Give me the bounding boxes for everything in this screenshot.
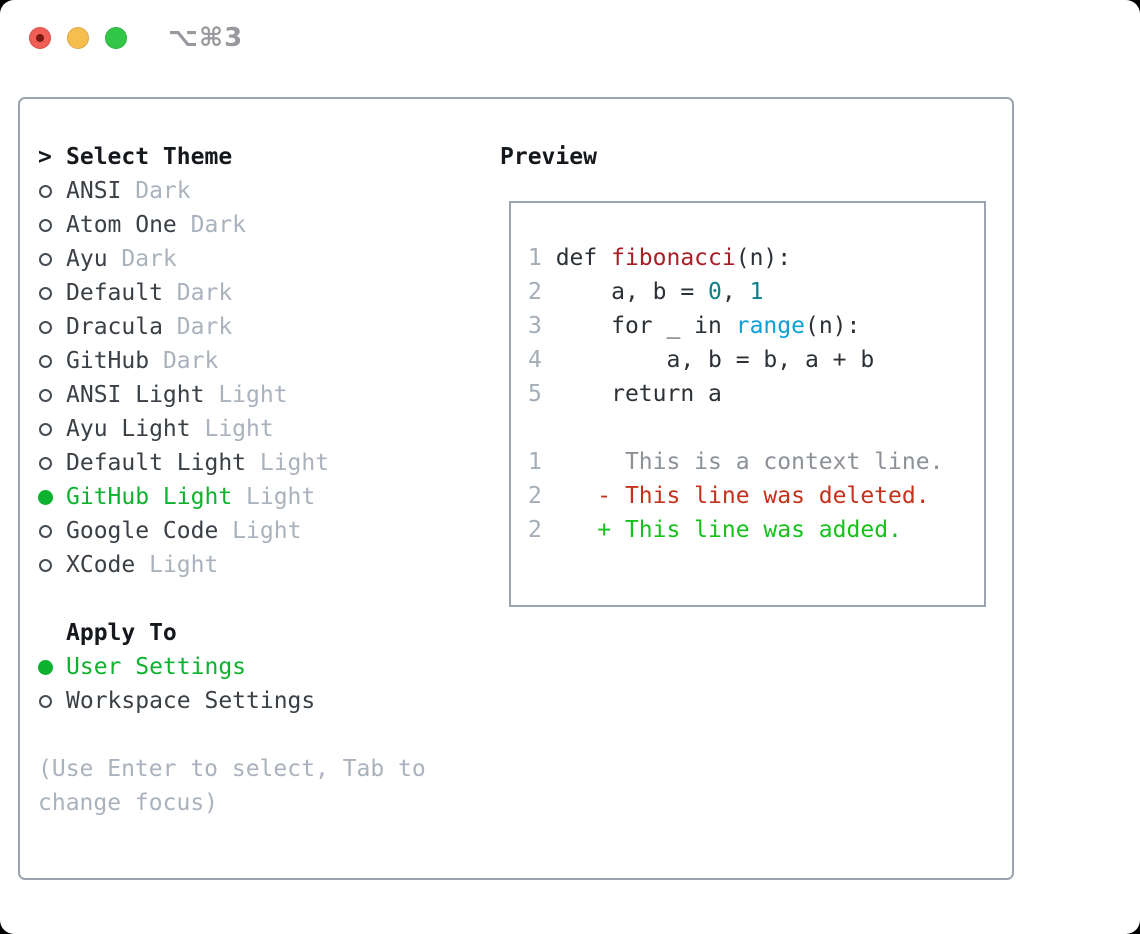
theme-variant: Dark bbox=[149, 348, 219, 374]
radio-circle-icon bbox=[39, 184, 52, 198]
theme-option[interactable]: Ayu Dark bbox=[38, 242, 478, 276]
radio-circle-icon bbox=[39, 456, 52, 470]
minimize-button[interactable] bbox=[67, 27, 89, 49]
code-line: 4 a, b = b, a + b bbox=[528, 347, 875, 373]
theme-name: XCode bbox=[66, 552, 136, 578]
theme-option[interactable]: XCode Light bbox=[38, 548, 478, 582]
theme-option[interactable]: Google Code Light bbox=[38, 514, 478, 548]
diff-line: 2 - This line was deleted. bbox=[528, 483, 930, 509]
theme-variant: Dark bbox=[162, 280, 233, 306]
apply-option[interactable]: User Settings bbox=[38, 650, 478, 684]
radio-circle-icon bbox=[39, 218, 52, 232]
apply-to-header: Apply To bbox=[38, 616, 478, 650]
theme-variant: Light bbox=[218, 518, 302, 544]
radio-circle-icon bbox=[39, 524, 52, 538]
theme-name: Dracula bbox=[66, 314, 163, 340]
select-theme-header: > Select Theme bbox=[38, 140, 478, 174]
code-line: 3 for _ in range(n): bbox=[528, 313, 861, 339]
radio-icon bbox=[38, 694, 66, 708]
theme-name: ANSI Light bbox=[66, 382, 205, 408]
theme-variant: Dark bbox=[176, 212, 247, 238]
theme-name: Default Light bbox=[66, 450, 247, 476]
theme-name: GitHub bbox=[66, 348, 150, 374]
theme-option[interactable]: GitHub Dark bbox=[38, 344, 478, 378]
radio-icon bbox=[38, 456, 66, 470]
radio-circle-icon bbox=[39, 558, 52, 572]
radio-icon bbox=[38, 184, 66, 198]
preview-box: 1 def fibonacci(n): 2 a, b = 0, 1 3 for _ … bbox=[509, 201, 986, 607]
focus-prompt-icon: > bbox=[38, 140, 66, 174]
theme-option[interactable]: Atom One Dark bbox=[38, 208, 478, 242]
unsaved-dot-icon bbox=[36, 34, 44, 42]
radio-circle-icon bbox=[39, 422, 52, 436]
hint-text: (Use Enter to select, Tab to change focu… bbox=[38, 756, 426, 816]
radio-selected-icon bbox=[38, 489, 66, 505]
zoom-button[interactable] bbox=[105, 27, 127, 49]
window-title: ⌥⌘3 bbox=[168, 23, 244, 53]
theme-name: Ayu bbox=[66, 246, 108, 272]
radio-icon bbox=[38, 558, 66, 572]
radio-circle-icon bbox=[38, 659, 53, 675]
window-titlebar: ⌥⌘3 bbox=[0, 0, 1140, 97]
radio-circle-icon bbox=[38, 489, 53, 505]
chevron-prompt-icon: > bbox=[38, 144, 52, 170]
apply-option[interactable]: Workspace Settings bbox=[38, 684, 478, 718]
theme-option[interactable]: Ayu Light Light bbox=[38, 412, 478, 446]
theme-variant: Light bbox=[246, 450, 330, 476]
radio-icon bbox=[38, 354, 66, 368]
radio-icon bbox=[38, 320, 66, 334]
theme-variant: Dark bbox=[121, 178, 191, 204]
theme-variant: Light bbox=[204, 382, 288, 408]
radio-icon bbox=[38, 422, 66, 436]
diff-line: 2 + This line was added. bbox=[528, 517, 902, 543]
theme-variant: Light bbox=[190, 416, 274, 442]
apply-option-label: User Settings bbox=[66, 654, 247, 680]
theme-variant: Dark bbox=[107, 246, 177, 272]
theme-option[interactable]: ANSI Light Light bbox=[38, 378, 478, 412]
theme-name: ANSI bbox=[66, 178, 122, 204]
theme-name: Google Code bbox=[66, 518, 219, 544]
radio-icon bbox=[38, 218, 66, 232]
blank-line bbox=[528, 411, 984, 445]
theme-option[interactable]: ANSI Dark bbox=[38, 174, 478, 208]
radio-circle-icon bbox=[39, 388, 52, 402]
close-button[interactable] bbox=[29, 27, 51, 49]
code-line: 5 return a bbox=[528, 381, 722, 407]
radio-circle-icon bbox=[39, 694, 52, 708]
radio-icon bbox=[38, 286, 66, 300]
spacer bbox=[38, 718, 478, 752]
apply-option-label: Workspace Settings bbox=[66, 688, 316, 714]
theme-option[interactable]: Default Light Light bbox=[38, 446, 478, 480]
diff-line: 1 This is a context line. bbox=[528, 449, 944, 475]
diff-preview: 1 This is a context line. 2 - This line w… bbox=[528, 445, 984, 547]
radio-icon bbox=[38, 524, 66, 538]
code-preview: 1 def fibonacci(n): 2 a, b = 0, 1 3 for _ … bbox=[528, 241, 984, 411]
theme-name: GitHub Light bbox=[66, 484, 233, 510]
theme-variant: Light bbox=[135, 552, 219, 578]
radio-icon bbox=[38, 252, 66, 266]
theme-name: Default bbox=[66, 280, 163, 306]
code-line: 1 def fibonacci(n): bbox=[528, 245, 792, 271]
spacer bbox=[38, 582, 478, 616]
theme-option[interactable]: Default Dark bbox=[38, 276, 478, 310]
theme-name: Ayu Light bbox=[66, 416, 191, 442]
select-theme-label: Select Theme bbox=[66, 144, 233, 170]
radio-circle-icon bbox=[39, 286, 52, 300]
theme-option[interactable]: GitHub Light Light bbox=[38, 480, 478, 514]
theme-variant: Light bbox=[232, 484, 316, 510]
theme-option[interactable]: Dracula Dark bbox=[38, 310, 478, 344]
radio-selected-icon bbox=[38, 659, 66, 675]
apply-to-label: Apply To bbox=[66, 620, 177, 646]
radio-circle-icon bbox=[39, 320, 52, 334]
code-line: 2 a, b = 0, 1 bbox=[528, 279, 764, 305]
radio-circle-icon bbox=[39, 354, 52, 368]
radio-icon bbox=[38, 388, 66, 402]
theme-variant: Dark bbox=[162, 314, 233, 340]
theme-name: Atom One bbox=[66, 212, 177, 238]
radio-circle-icon bbox=[39, 252, 52, 266]
preview-heading: Preview bbox=[500, 144, 597, 170]
